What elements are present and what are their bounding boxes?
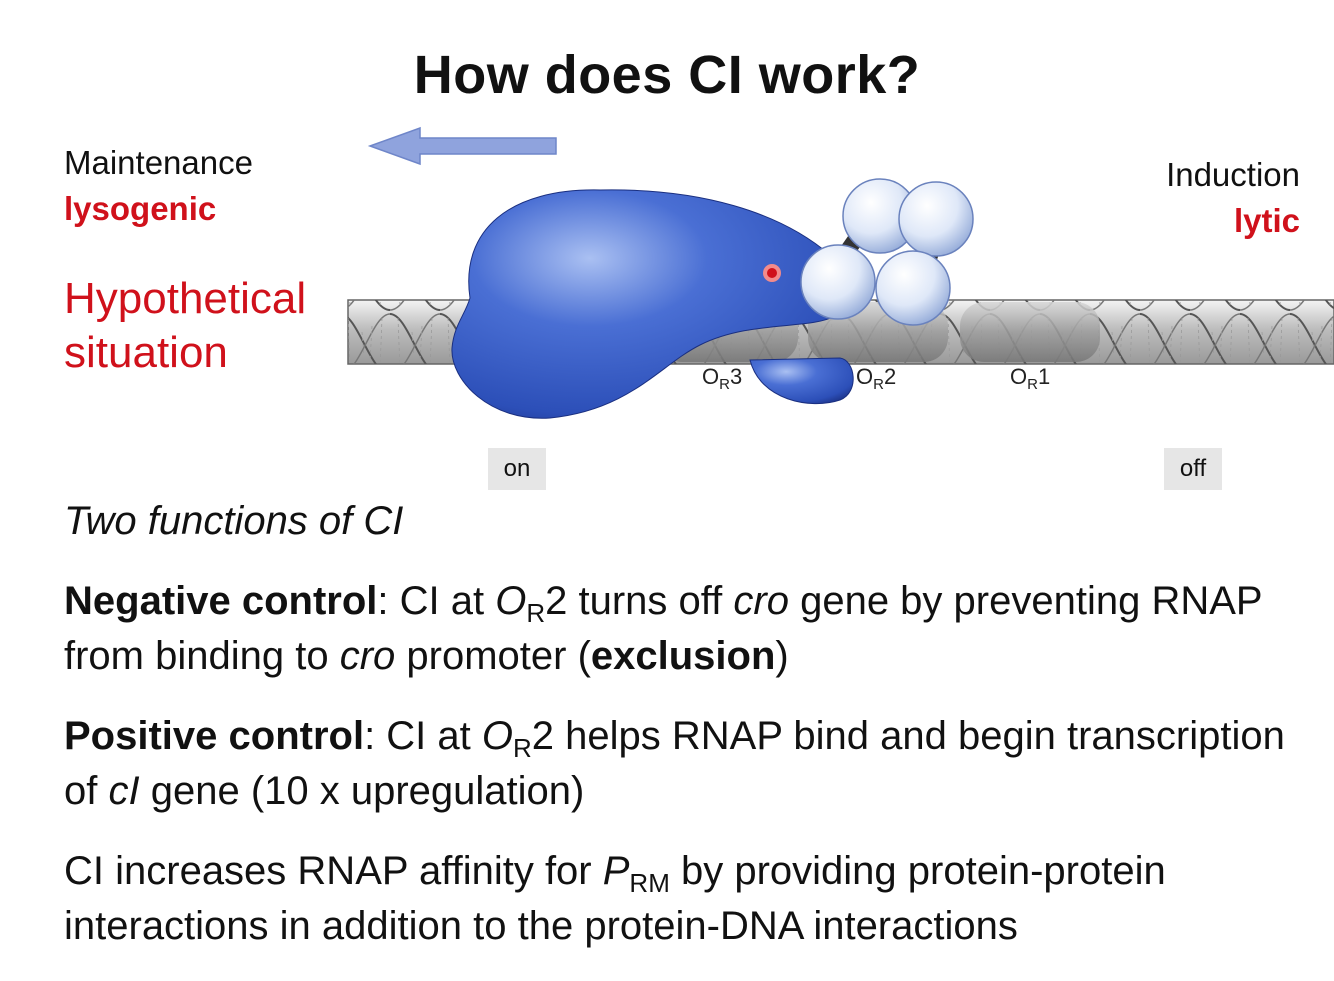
ci-dimers	[800, 178, 974, 326]
affinity-paragraph: CI increases RNAP affinity for PRM by pr…	[64, 849, 1166, 948]
rnap-body	[451, 189, 847, 419]
or1-site	[960, 302, 1100, 362]
maintenance-label: Maintenance	[64, 144, 253, 181]
or1-label: OR1	[1010, 364, 1050, 393]
or3-label: OR3	[702, 364, 742, 393]
hypothetical-line-1: Hypothetical	[64, 274, 307, 323]
induction-label: Induction	[1166, 156, 1300, 193]
or2-label: OR2	[856, 364, 896, 393]
rnap-lower-lobe	[749, 357, 854, 405]
hypothetical-note: Hypothetical situation	[64, 272, 306, 380]
ci-rnap-dna-diagram: OR3 OR2 OR1	[347, 126, 1334, 419]
off-label: off	[1164, 448, 1222, 490]
slide-title: How does CI work?	[413, 45, 921, 105]
lytic-label: lytic	[1233, 202, 1300, 239]
lysogenic-label: lysogenic	[64, 190, 217, 227]
positive-control-heading: Positive control	[64, 714, 365, 758]
hypothetical-line-2: situation	[64, 328, 228, 377]
negative-control-heading: Negative control	[64, 579, 378, 623]
negative-control-paragraph: Negative control: CI at OR2 turns off cr…	[64, 579, 1262, 678]
on-label: on	[488, 448, 546, 490]
two-functions-heading: Two functions of CI	[64, 499, 404, 543]
direction-arrow	[367, 126, 557, 166]
positive-control-paragraph: Positive control: CI at OR2 helps RNAP b…	[64, 714, 1285, 813]
